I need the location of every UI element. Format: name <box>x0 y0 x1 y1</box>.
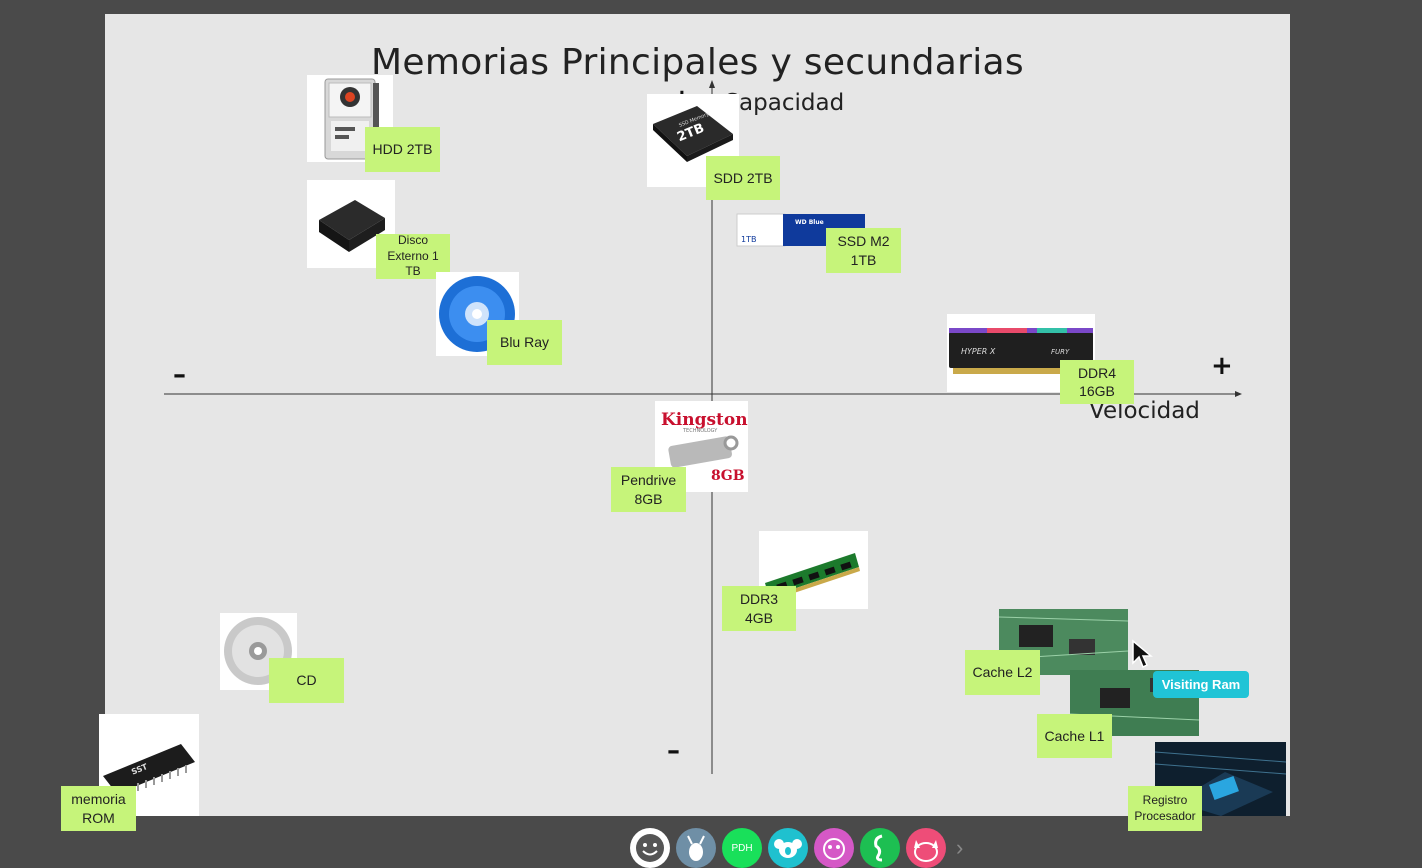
whiteboard-canvas[interactable]: Memorias Principales y secundarias Capac… <box>105 14 1290 831</box>
x-plus-sign: + <box>1211 351 1233 381</box>
seahorse-icon <box>874 834 883 862</box>
hdd-image[interactable] <box>307 75 393 162</box>
avatar-pdh-label: PDH <box>731 842 753 854</box>
board-title: Memorias Principales y secundarias <box>371 42 1024 83</box>
ram-brand-text: HYPER X <box>961 347 996 356</box>
monkey-icon <box>823 838 845 860</box>
x-axis-arrow <box>1235 391 1242 397</box>
kingston-sub-text: TECHNOLOGY <box>682 428 718 434</box>
sticky-cache-l1[interactable]: Cache L1 <box>1037 714 1112 758</box>
y-axis-label: Capacidad <box>723 90 845 116</box>
sticky-cache-l2[interactable]: Cache L2 <box>965 650 1040 695</box>
sticky-disco-externo[interactable]: Disco Externo 1 TB <box>376 233 450 279</box>
sticky-cd[interactable]: CD <box>269 658 344 703</box>
processor-image[interactable] <box>1155 742 1286 816</box>
sticky-sdd[interactable]: SDD 2TB <box>706 156 780 200</box>
smiley-icon <box>636 834 664 862</box>
avatar-seahorse[interactable] <box>860 828 900 868</box>
sticky-ssd-m2[interactable]: SSD M2 1TB <box>826 228 901 273</box>
cat-icon <box>914 840 938 862</box>
collaborators-toolbar: PDH › <box>630 828 964 868</box>
y-axis-arrow <box>709 80 715 88</box>
sticky-hdd[interactable]: HDD 2TB <box>365 127 440 172</box>
chevron-right-icon[interactable]: › <box>956 835 964 860</box>
avatar-koala[interactable] <box>768 828 808 868</box>
deer-icon <box>687 835 705 861</box>
m2-brand-text: WD Blue <box>795 219 824 226</box>
pendrive-size-text: 8GB <box>711 468 745 484</box>
collaborator-cursor-label: Visiting Ram <box>1153 671 1249 698</box>
sticky-ddr3[interactable]: DDR3 4GB <box>722 586 796 631</box>
x-minus-sign: – <box>173 360 186 390</box>
sticky-pendrive[interactable]: Pendrive 8GB <box>611 467 686 512</box>
avatar-cat[interactable] <box>906 828 946 868</box>
kingston-brand-text: Kingston <box>661 410 748 430</box>
sticky-ddr4[interactable]: DDR4 16GB <box>1060 360 1134 404</box>
pendrive-image[interactable]: Kingston TECHNOLOGY 8GB <box>655 401 748 492</box>
sticky-memoria-rom[interactable]: memoria ROM <box>61 786 136 831</box>
ssd-image[interactable]: 2TB SSD Memory <box>647 94 739 187</box>
collaborator-cursor-icon <box>1132 639 1153 669</box>
koala-icon <box>774 839 802 858</box>
ram-model-text: FURY <box>1051 348 1070 356</box>
avatar-monkey[interactable] <box>814 828 854 868</box>
y-minus-sign: – <box>667 736 680 766</box>
m2-size-text: 1TB <box>741 235 756 244</box>
avatar-smiley[interactable] <box>630 828 670 868</box>
avatar-deer[interactable] <box>676 828 716 868</box>
avatar-pdh[interactable]: PDH <box>722 828 762 868</box>
sticky-registro-procesador[interactable]: Registro Procesador <box>1128 786 1202 831</box>
sticky-blu-ray[interactable]: Blu Ray <box>487 320 562 365</box>
